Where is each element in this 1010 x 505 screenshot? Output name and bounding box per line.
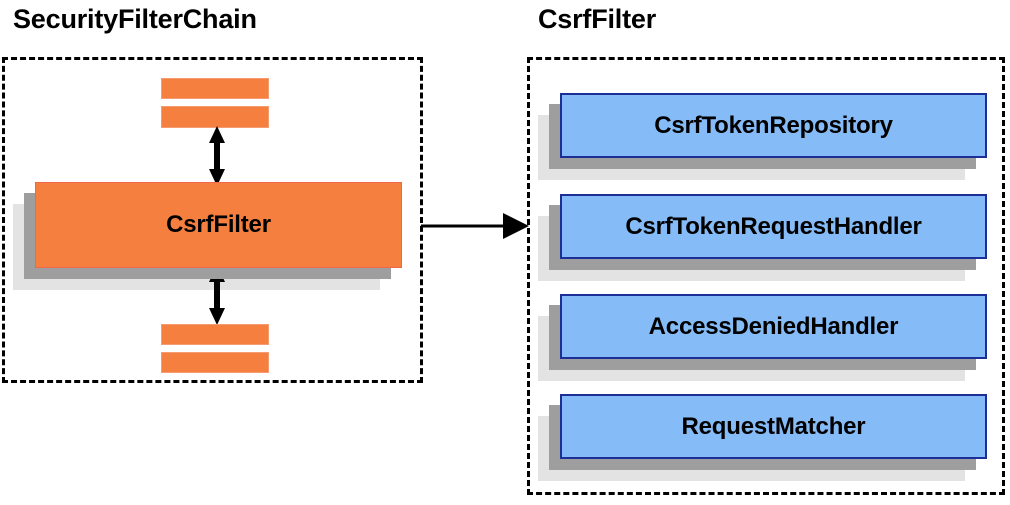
filter-strip-bottom-2 xyxy=(161,352,269,373)
node-csrf-token-request-handler[interactable]: CsrfTokenRequestHandler xyxy=(538,194,987,281)
node-face xyxy=(560,194,987,259)
connector-expand-arrow-icon xyxy=(421,213,529,239)
node-csrf-token-repository[interactable]: CsrfTokenRepository xyxy=(538,93,987,180)
node-face xyxy=(35,182,402,268)
node-label: CsrfFilter xyxy=(166,211,271,238)
node-request-matcher[interactable]: RequestMatcher xyxy=(538,394,987,481)
filter-strip-top-1 xyxy=(161,78,269,99)
node-face xyxy=(560,394,987,459)
group-container-security-filter-chain xyxy=(2,57,423,383)
node-csrf-filter[interactable]: CsrfFilter xyxy=(13,182,402,290)
node-label: CsrfTokenRequestHandler xyxy=(625,212,922,240)
node-access-denied-handler[interactable]: AccessDeniedHandler xyxy=(538,294,987,381)
filter-strip-bottom-1 xyxy=(161,324,269,345)
node-label: RequestMatcher xyxy=(681,412,866,440)
node-face xyxy=(560,294,987,359)
filter-strip-top-2 xyxy=(161,106,269,128)
group-title-csrf-filter: CsrfFilter xyxy=(538,4,657,34)
group-container-csrf-filter xyxy=(527,57,1005,495)
node-label: CsrfTokenRepository xyxy=(654,111,893,139)
connector-chain-up-icon xyxy=(209,126,225,186)
node-face xyxy=(560,93,987,158)
node-label: AccessDeniedHandler xyxy=(648,312,899,340)
group-title-security-filter-chain: SecurityFilterChain xyxy=(13,4,257,34)
